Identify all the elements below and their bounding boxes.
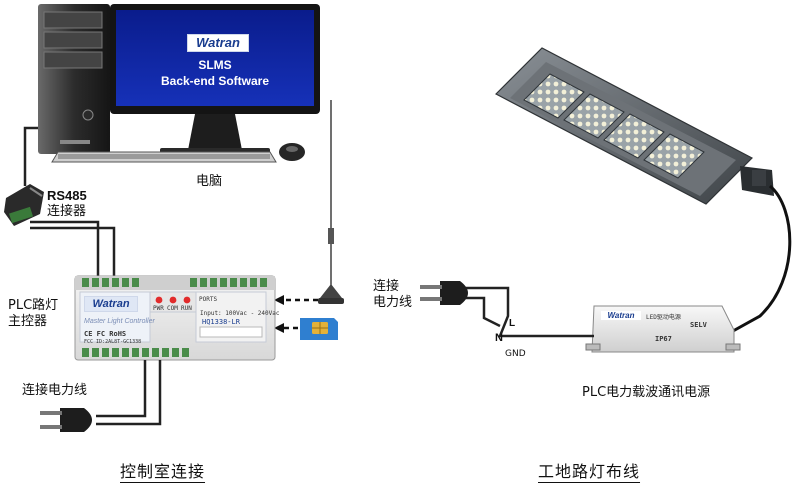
rs485-subtitle: 连接器 (47, 204, 87, 219)
pc-cable (23, 126, 38, 186)
wire-n-label: N (495, 332, 503, 344)
antenna (318, 100, 344, 304)
connect-power-left-label: 连接电力线 (22, 383, 88, 398)
right-power-plug (420, 281, 468, 305)
plc-power-label: PLC电力载波通讯电源 (582, 385, 711, 400)
rs485-title: RS485 (47, 188, 87, 203)
controller-fcc: FCC ID:2AL8T-GC1338 (84, 339, 142, 345)
psu-ip: IP67 (655, 335, 672, 343)
wire-l-label: L (509, 318, 516, 329)
controller-name: Master Light Controller (84, 318, 155, 325)
plc-master-label-2: 主控器 (8, 314, 48, 329)
site-wiring (465, 286, 594, 338)
street-lamp (494, 47, 774, 205)
wire-gnd-label: GND (505, 349, 526, 359)
wireless-links (282, 298, 318, 330)
lamp-cable (723, 184, 792, 338)
monitor-logo: Watran (187, 34, 249, 52)
computer-label: 电脑 (196, 174, 223, 189)
psu-subtitle: LED驱动电源 (646, 314, 681, 321)
connect-power-right-label-2: 电力线 (373, 295, 413, 310)
controller-port-label: PORTS (199, 296, 218, 303)
connect-power-right-label-1: 连接 (373, 279, 400, 294)
sim-card (300, 318, 338, 340)
controller-power-wires (96, 360, 162, 426)
arrow-sim (274, 323, 284, 333)
rs485-converter (4, 184, 44, 226)
plc-master-label-1: PLC路灯 (8, 298, 59, 313)
controller-model: HQ1338-LR (202, 318, 240, 326)
monitor (110, 4, 320, 154)
arrow-antenna (274, 295, 284, 305)
monitor-title: SLMS (198, 58, 232, 72)
pc-tower (38, 4, 110, 154)
left-power-plug (40, 408, 92, 432)
caption-control-room: 控制室连接 (120, 462, 206, 481)
controller-input: Input: 100Vac - 240Vac (200, 310, 280, 317)
controller-logo: Watran (84, 296, 138, 312)
psu-selv: SELV (690, 321, 707, 329)
controller-certs: CE FC RoHS (84, 330, 127, 338)
caption-site-wiring: 工地路灯布线 (538, 462, 641, 481)
monitor-subtitle: Back-end Software (160, 74, 270, 88)
keyboard (51, 151, 277, 163)
controller-led-com: COM (167, 305, 178, 312)
rs485-wires (30, 220, 116, 276)
controller-led-run: RUN (181, 305, 192, 312)
controller-led-pwr: PWR (153, 305, 164, 312)
mouse (279, 143, 305, 161)
psu-logo: Watran (601, 311, 641, 320)
